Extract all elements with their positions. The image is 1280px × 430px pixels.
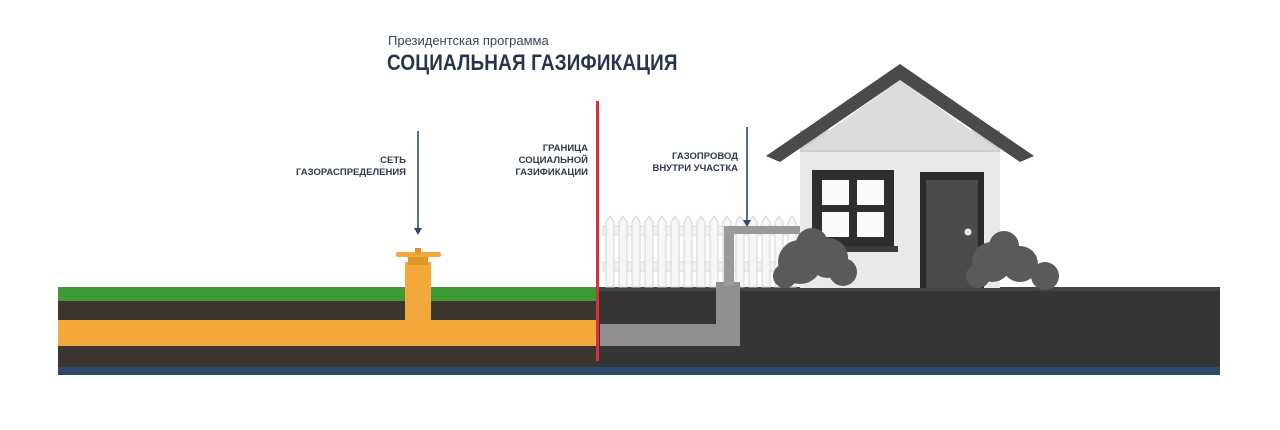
- bush-left: [773, 228, 857, 288]
- house-gable: [802, 80, 998, 150]
- valve-handle: [396, 252, 441, 257]
- plot-pipe-label-line1: ГАЗОПРОВОД: [672, 151, 738, 162]
- inner-pipe-horizontal: [600, 324, 740, 346]
- inner-pipe-riser: [716, 282, 740, 346]
- boundary-line: [596, 101, 599, 361]
- asphalt-top-edge: [598, 287, 1220, 291]
- boundary-label-line3: ГАЗИФИКАЦИИ: [515, 167, 588, 178]
- fence-picket: [670, 215, 680, 288]
- valve-body: [408, 257, 428, 265]
- valve-stem: [415, 248, 421, 254]
- house-window-sill: [808, 246, 898, 252]
- plot-arrow-head: [743, 220, 751, 227]
- fence-picket: [657, 215, 667, 288]
- boundary-label-line1: ГРАНИЦА: [542, 143, 588, 154]
- riser-pipe: [405, 262, 431, 320]
- plot-pipe-label: ГАЗОПРОВОД ВНУТРИ УЧАСТКА: [620, 151, 738, 175]
- fence-picket: [709, 215, 719, 288]
- page-title: СОЦИАЛЬНАЯ ГАЗИФИКАЦИЯ: [387, 50, 678, 75]
- soil-upper: [58, 301, 598, 320]
- network-label-line2: ГАЗОРАСПРЕДЕЛЕНИЯ: [296, 167, 406, 178]
- fence-picket: [683, 215, 693, 288]
- fence-picket: [605, 215, 615, 288]
- fence-picket: [644, 215, 654, 288]
- fence-picket: [696, 215, 706, 288]
- subtitle: Президентская программа: [388, 33, 549, 48]
- main-gas-pipe: [58, 320, 598, 346]
- soil-lower: [58, 346, 598, 367]
- fence-picket: [618, 215, 628, 288]
- bush-right: [966, 231, 1059, 290]
- network-label-line1: СЕТЬ: [380, 155, 406, 166]
- door-knob: [964, 228, 972, 236]
- house-roof: [766, 64, 1034, 162]
- boundary-label-line2: СОЦИАЛЬНОЙ: [518, 155, 588, 166]
- inner-pipe-to-house: [724, 226, 816, 234]
- network-label: СЕТЬ ГАЗОРАСПРЕДЕЛЕНИЯ: [276, 155, 406, 179]
- plot-pipe-label-line2: ВНУТРИ УЧАСТКА: [652, 163, 738, 174]
- fence-picket: [631, 215, 641, 288]
- network-arrow-head: [414, 228, 422, 235]
- base-line: [58, 367, 1220, 375]
- inner-pipe-upper-riser: [724, 226, 734, 286]
- house: [766, 64, 1034, 288]
- boundary-label: ГРАНИЦА СОЦИАЛЬНОЙ ГАЗИФИКАЦИИ: [490, 143, 588, 179]
- grass-strip: [58, 287, 598, 301]
